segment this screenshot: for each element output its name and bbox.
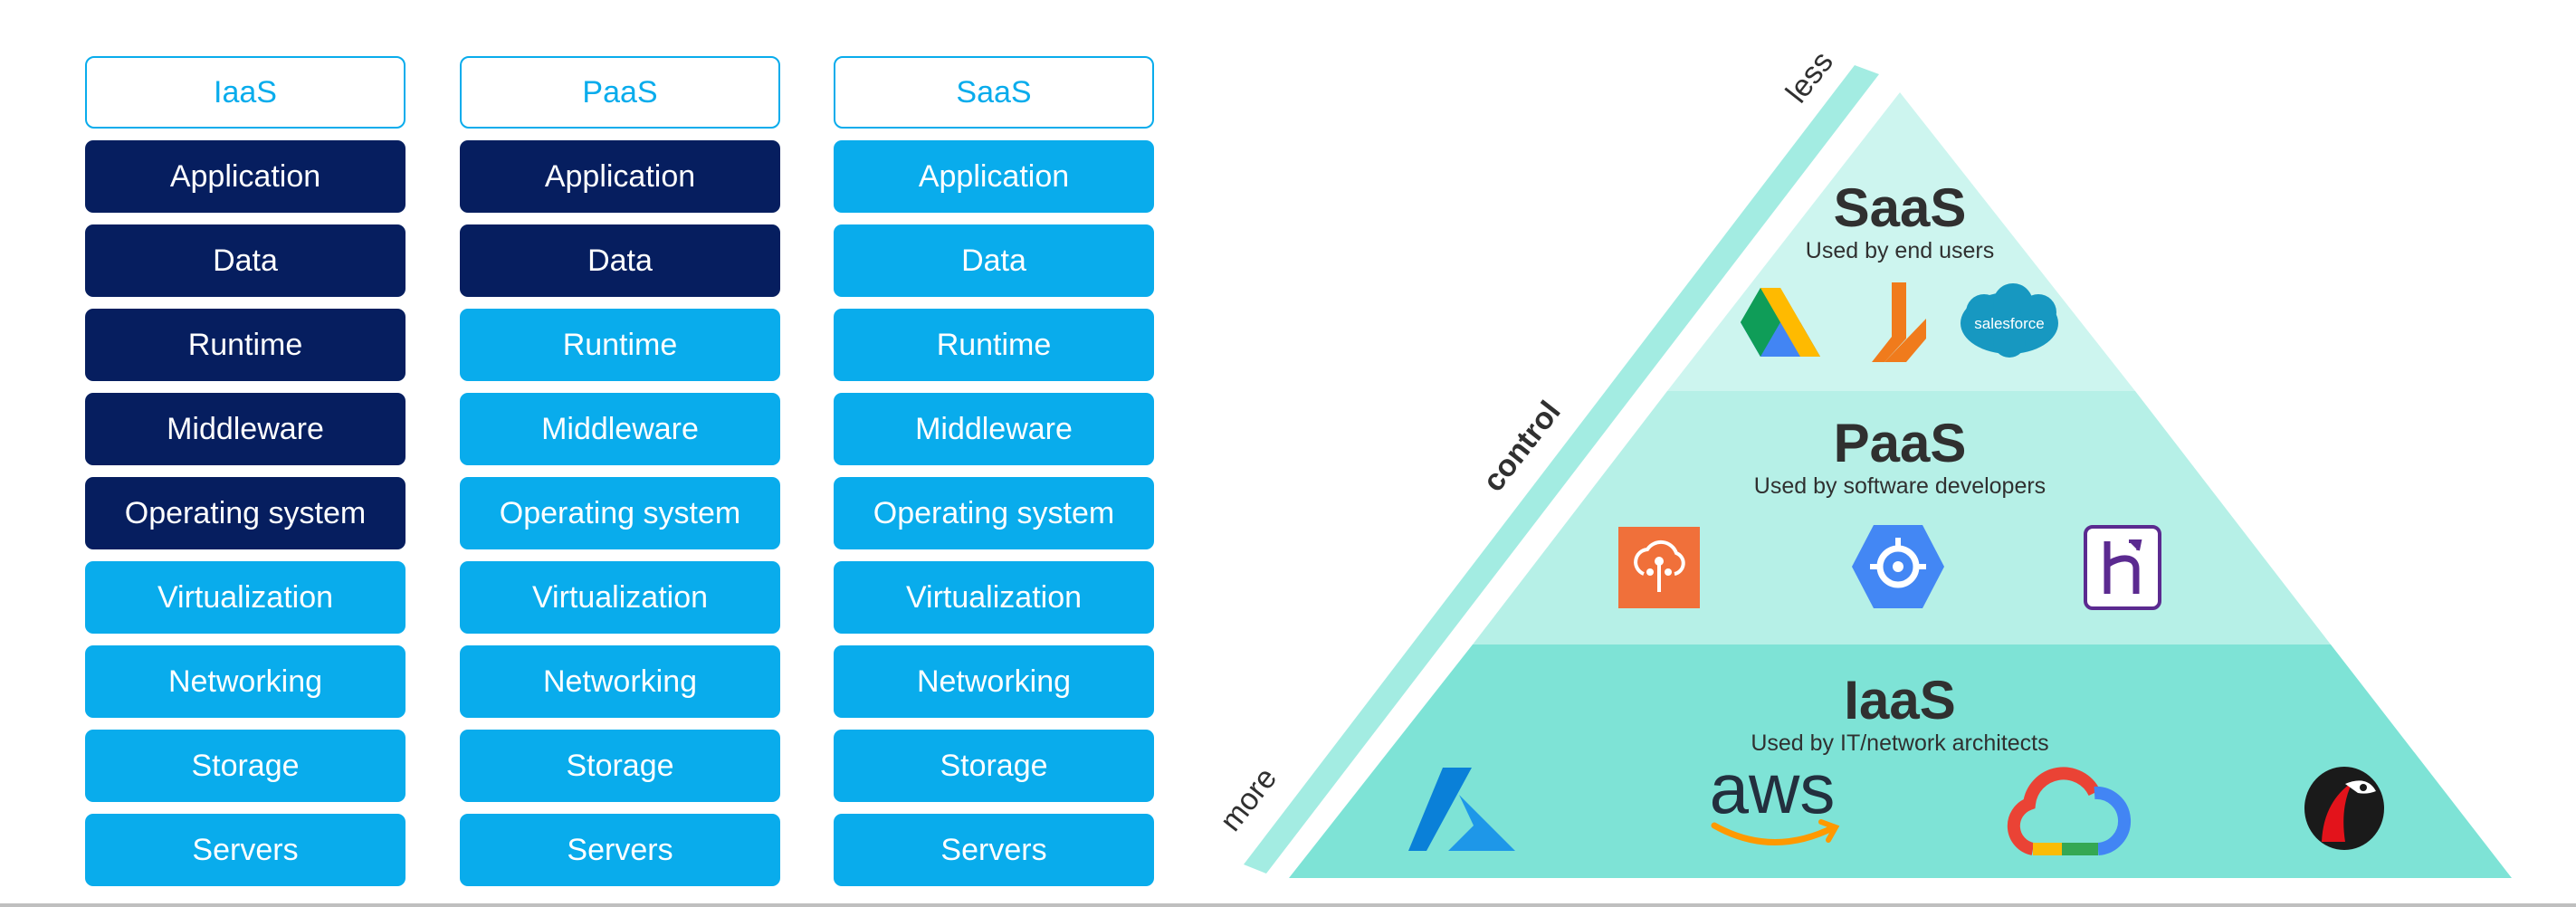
control-axis-bar: [1244, 65, 1879, 874]
salesforce-icon: salesforce: [1961, 283, 2058, 358]
iaas-tier-subtitle: Used by IT/network architects: [1751, 730, 2049, 756]
stack-layer-servers: Servers: [834, 814, 1154, 886]
aws-wordmark: aws: [1710, 749, 1836, 828]
stack-layer-operating-system: Operating system: [460, 477, 780, 549]
stack-layer-networking: Networking: [85, 645, 405, 718]
azure-icon: [1408, 768, 1515, 851]
iaas-column-header: IaaS: [85, 56, 405, 129]
stack-layer-virtualization: Virtualization: [85, 561, 405, 634]
paas-tier-title: PaaS: [1833, 413, 1967, 473]
paas-column-header: PaaS: [460, 56, 780, 129]
iaas-tier-label: IaaS Used by IT/network architects: [1674, 673, 2126, 757]
stack-layer-data: Data: [460, 224, 780, 297]
google-app-engine-icon: [1852, 525, 1944, 608]
saas-column-header: SaaS: [834, 56, 1154, 129]
stack-layer-application: Application: [834, 140, 1154, 213]
stack-layer-data: Data: [85, 224, 405, 297]
stack-layer-servers: Servers: [460, 814, 780, 886]
stack-layer-middleware: Middleware: [460, 393, 780, 465]
stack-layer-networking: Networking: [834, 645, 1154, 718]
stack-layer-virtualization: Virtualization: [460, 561, 780, 634]
stack-layer-runtime: Runtime: [834, 309, 1154, 381]
cloud-foundry-icon: [1618, 527, 1700, 608]
stack-layer-storage: Storage: [834, 730, 1154, 802]
stack-layer-virtualization: Virtualization: [834, 561, 1154, 634]
stack-layer-storage: Storage: [460, 730, 780, 802]
rackspace-icon: [2304, 767, 2384, 850]
stack-layer-storage: Storage: [85, 730, 405, 802]
iaas-tier-title: IaaS: [1844, 670, 1956, 730]
stack-layer-operating-system: Operating system: [834, 477, 1154, 549]
stack-layer-middleware: Middleware: [834, 393, 1154, 465]
stack-layer-middleware: Middleware: [85, 393, 405, 465]
stack-layer-application: Application: [85, 140, 405, 213]
stack-layer-runtime: Runtime: [460, 309, 780, 381]
l-brand-icon: [1872, 282, 1926, 362]
stack-layer-servers: Servers: [85, 814, 405, 886]
stack-layer-data: Data: [834, 224, 1154, 297]
saas-tier-title: SaaS: [1833, 177, 1967, 238]
saas-tier-subtitle: Used by end users: [1805, 238, 1995, 263]
saas-tier-label: SaaS Used by end users: [1737, 181, 2063, 264]
aws-icon: aws: [1710, 749, 1840, 845]
google-cloud-icon: [2007, 767, 2131, 855]
stack-layer-application: Application: [460, 140, 780, 213]
stack-layer-networking: Networking: [460, 645, 780, 718]
paas-tier-subtitle: Used by software developers: [1753, 473, 2046, 499]
iaas-tier: [1289, 644, 2512, 878]
stack-layer-runtime: Runtime: [85, 309, 405, 381]
bottom-divider: [0, 903, 2576, 907]
salesforce-wordmark: salesforce: [1974, 315, 2044, 332]
google-drive-icon: [1741, 288, 1820, 357]
stack-layer-operating-system: Operating system: [85, 477, 405, 549]
heroku-icon: [2084, 525, 2161, 610]
paas-tier-label: PaaS Used by software developers: [1674, 416, 2126, 500]
